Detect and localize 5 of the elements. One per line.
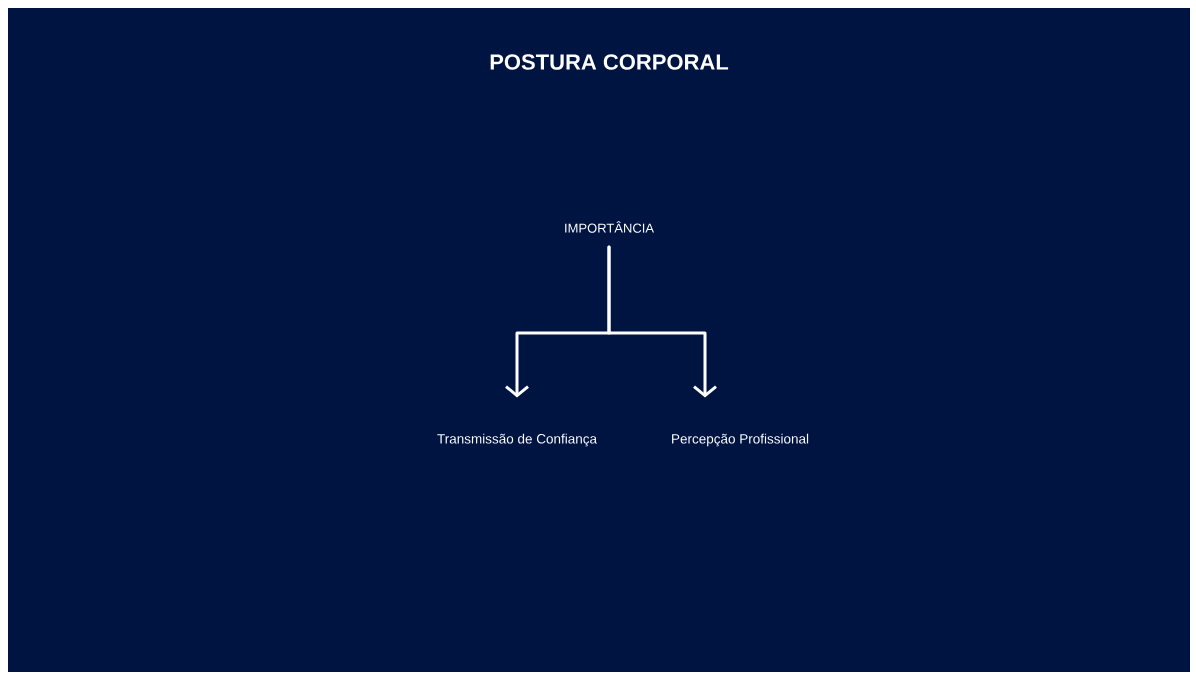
node-label: Transmissão de Confiança [437, 433, 597, 447]
node-label: Percepção Profissional [672, 433, 809, 447]
node-label: IMPORTÂNCIA [565, 221, 654, 233]
arrow [607, 245, 717, 398]
title: POSTURA CORPORAL [490, 54, 729, 70]
